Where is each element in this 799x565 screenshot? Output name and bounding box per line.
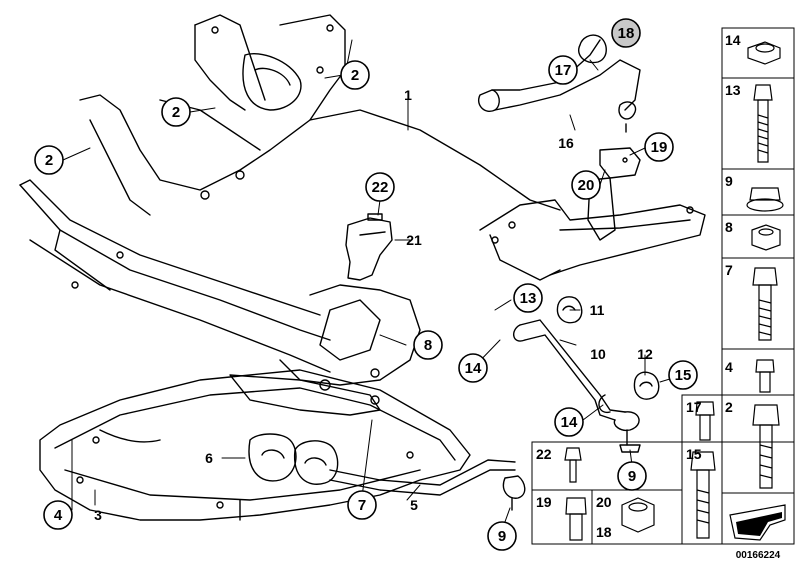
control-arm-10	[513, 319, 641, 453]
part-number-labels: 1 21 16 11 10 12 6 5 3	[94, 87, 653, 523]
callout-ring-9b	[487, 521, 517, 551]
callout-7: 7	[358, 497, 366, 514]
legend-8: 8	[725, 219, 733, 235]
buffer-pad-21	[345, 213, 393, 281]
callout-ring-14a	[458, 353, 488, 383]
callout-15: 15	[675, 367, 692, 384]
legend-13: 13	[725, 82, 741, 98]
part-label-11: 11	[590, 302, 605, 318]
callout-ring-2b	[161, 97, 191, 127]
callout-ring-22	[365, 172, 395, 202]
callout-14a: 14	[465, 360, 482, 377]
callout-8: 8	[424, 337, 432, 354]
callout-ring-15	[668, 360, 698, 390]
legend-7: 7	[725, 262, 733, 278]
part-label-3: 3	[94, 507, 102, 523]
callout-19: 19	[651, 139, 668, 156]
legend-9: 9	[725, 173, 733, 189]
callout-9b: 9	[498, 528, 506, 545]
callout-rings	[34, 55, 698, 551]
callout-ring-8	[413, 330, 443, 360]
legend-labels: 14 13 9 8 7 4 17 2 15 22 19 20 18	[536, 32, 741, 540]
callout-ring-2c	[34, 145, 64, 175]
callout-14b: 14	[561, 414, 578, 431]
callout-ring-7	[347, 490, 377, 520]
callout-9a: 9	[628, 468, 636, 485]
legend-4: 4	[725, 359, 733, 375]
arrow-symbol	[736, 512, 782, 536]
part-label-5: 5	[410, 497, 418, 513]
callout-17: 17	[555, 62, 572, 79]
callout-ring-4	[43, 500, 73, 530]
callout-ring-20	[571, 170, 601, 200]
legend-19: 19	[536, 494, 552, 510]
legend-20: 20	[596, 494, 612, 510]
rubber-bushing-11	[556, 296, 583, 324]
legend-15: 15	[686, 446, 702, 462]
callout-ring-18	[611, 18, 641, 48]
underbody-shield	[39, 369, 471, 521]
part-label-21: 21	[406, 232, 422, 248]
document-id: 00166224	[736, 550, 781, 561]
engine-mount-6	[248, 433, 339, 485]
callout-20: 20	[578, 177, 595, 194]
callout-22: 22	[372, 179, 389, 196]
callout-2b: 2	[172, 104, 180, 121]
legend-22: 22	[536, 446, 552, 462]
callout-labels: 2 2 2 22 8 13 14 14 15 17 18 19 20 9 9 7…	[45, 25, 692, 545]
callout-18: 18	[618, 25, 635, 42]
mount-bracket	[587, 147, 641, 241]
callout-4: 4	[54, 507, 63, 524]
callout-ring-2a	[340, 60, 370, 90]
legend-2: 2	[725, 399, 733, 415]
front-subframe	[19, 14, 706, 416]
part-label-10: 10	[590, 346, 606, 362]
callout-ring-13	[513, 283, 543, 313]
part-label-12: 12	[637, 346, 653, 362]
callout-ring-17	[548, 55, 578, 85]
part-label-1: 1	[404, 87, 412, 103]
part-label-6: 6	[205, 450, 213, 466]
callout-ring-19	[644, 132, 674, 162]
legend-panel	[531, 27, 795, 545]
rubber-bushing-12	[633, 371, 660, 400]
callout-ring-14b	[554, 407, 584, 437]
part-label-16: 16	[558, 135, 574, 151]
callout-2c: 2	[45, 152, 53, 169]
legend-18: 18	[596, 524, 612, 540]
legend-14: 14	[725, 32, 741, 48]
legend-fasteners	[564, 41, 786, 541]
legend-17: 17	[686, 399, 702, 415]
callout-13: 13	[520, 290, 537, 307]
callout-2a: 2	[351, 67, 359, 84]
leader-lines	[62, 39, 684, 531]
